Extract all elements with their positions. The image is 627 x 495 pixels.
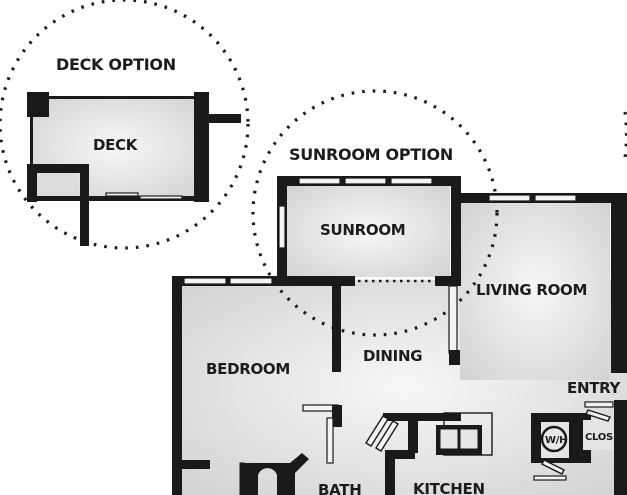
entry-door bbox=[584, 401, 614, 408]
closet-label: CLOS bbox=[585, 432, 613, 443]
wall bbox=[172, 460, 210, 469]
deck-closet-floor bbox=[36, 170, 78, 198]
deck-door bbox=[105, 192, 139, 197]
sunroom-option: SUNROOM OPTION SUNROOM bbox=[251, 89, 499, 337]
wall bbox=[385, 450, 415, 459]
main-walls bbox=[172, 193, 627, 495]
dining-label: DINING bbox=[363, 347, 422, 365]
deck-door bbox=[139, 195, 183, 200]
sunroom-window bbox=[390, 177, 433, 185]
wall bbox=[332, 405, 342, 427]
bath-wall bbox=[239, 462, 245, 495]
wall bbox=[332, 276, 341, 372]
deck-option-boundary bbox=[0, 0, 250, 250]
toilet-icon bbox=[240, 453, 309, 495]
deck-wall bbox=[30, 96, 202, 99]
sunroom-option-title: SUNROOM OPTION bbox=[289, 145, 453, 164]
sunroom-window bbox=[298, 177, 341, 185]
water-heater-label: W/H bbox=[545, 435, 567, 446]
living-window bbox=[534, 194, 577, 202]
entry-label: ENTRY bbox=[567, 379, 622, 397]
bedroom-window bbox=[229, 277, 273, 285]
deck-option-title: DECK OPTION bbox=[56, 55, 176, 74]
kitchen-door bbox=[365, 415, 399, 452]
deck-wall bbox=[27, 164, 37, 202]
bath-fixtures bbox=[239, 404, 342, 495]
bedroom-label: BEDROOM bbox=[206, 360, 290, 378]
wall bbox=[385, 450, 395, 495]
deck-wall bbox=[27, 196, 209, 201]
dining-door bbox=[448, 285, 458, 354]
deck-wall bbox=[80, 164, 89, 246]
bath-label: BATH bbox=[318, 481, 361, 495]
wall bbox=[435, 276, 461, 286]
sunroom-wall bbox=[451, 176, 461, 286]
wall bbox=[611, 193, 627, 373]
deck-wall bbox=[30, 96, 33, 166]
deck-wall bbox=[194, 92, 209, 202]
sunroom-window bbox=[344, 177, 387, 185]
sunroom-floor bbox=[285, 185, 450, 277]
deck-wall bbox=[27, 164, 89, 173]
deck-label: DECK bbox=[93, 136, 139, 154]
sink-basin bbox=[439, 428, 459, 450]
bath-door-frame bbox=[326, 417, 334, 464]
wall bbox=[408, 413, 418, 453]
deck-option: DECK OPTION DECK bbox=[0, 0, 250, 250]
kitchen-fixtures bbox=[365, 412, 493, 495]
wall bbox=[449, 350, 460, 365]
wall bbox=[172, 276, 182, 495]
entry-area: W/H CLOS ENTRY bbox=[531, 379, 622, 481]
kitchen-label: KITCHEN bbox=[413, 480, 485, 495]
sink-basin bbox=[459, 428, 479, 450]
sunroom-side-window bbox=[278, 205, 286, 249]
wall bbox=[614, 400, 627, 495]
option-boundary-partial bbox=[623, 111, 627, 159]
sunroom-label: SUNROOM bbox=[320, 221, 405, 239]
living-room-label: LIVING ROOM bbox=[476, 281, 587, 299]
deck-wall bbox=[207, 114, 241, 123]
water-heater-icon bbox=[540, 425, 568, 453]
living-floor bbox=[460, 200, 610, 380]
sunroom-option-boundary bbox=[251, 89, 499, 337]
bedroom-window bbox=[183, 277, 227, 285]
closet-door bbox=[585, 409, 611, 422]
closet-floor bbox=[583, 420, 613, 450]
wh-door-sill bbox=[533, 475, 567, 481]
living-window bbox=[488, 194, 531, 202]
wall bbox=[383, 413, 461, 421]
wh-door bbox=[541, 459, 565, 475]
